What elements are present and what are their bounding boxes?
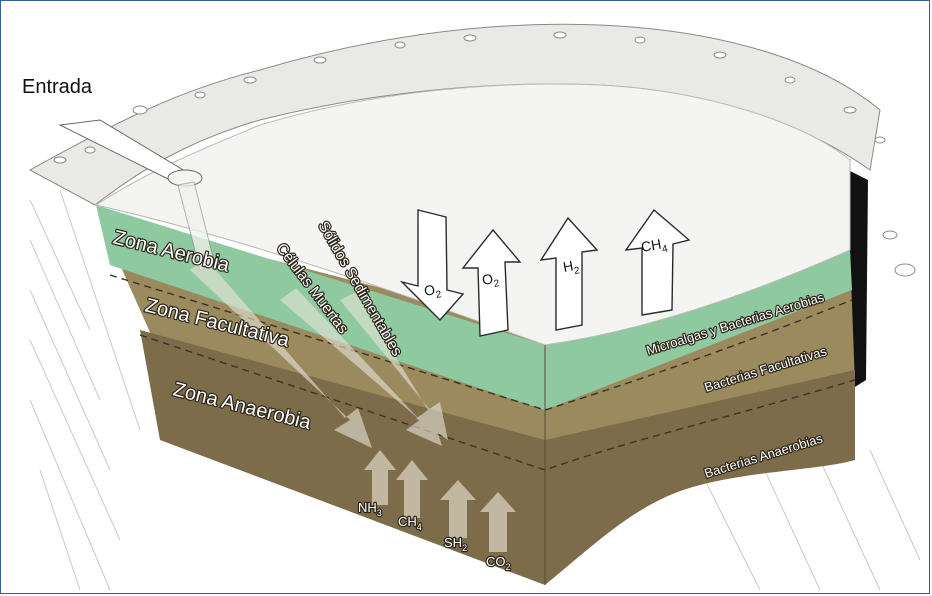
o2-down-text: O2 [423, 280, 443, 303]
nh3-text: NH3 [358, 500, 382, 518]
ch4-surface-text: CH4 [640, 235, 669, 259]
ground-hatching [29, 189, 921, 591]
ch4-bottom-text: CH4 [398, 514, 422, 532]
co2-text: CO2 [486, 554, 511, 572]
aerobic-layer [96, 205, 852, 410]
o2-up-text: O2 [481, 269, 501, 292]
sediment-arrows [190, 258, 448, 448]
entry-label: Entrada [22, 76, 93, 98]
sh2-text: SH2 [444, 535, 467, 553]
h2-up-arrow [539, 216, 599, 331]
anaerobic-layer [140, 330, 855, 585]
o2-up-arrow [461, 228, 522, 337]
o2-down-arrow [399, 209, 465, 322]
gravel-rim [28, 23, 916, 277]
ch4-up-arrow [624, 208, 691, 316]
h2-text: H2 [562, 256, 581, 278]
bottom-gas-arrows [364, 450, 516, 552]
surface-gas-arrows [399, 208, 691, 337]
inlet-pipe [58, 119, 216, 271]
layer-boundaries [109, 274, 856, 471]
